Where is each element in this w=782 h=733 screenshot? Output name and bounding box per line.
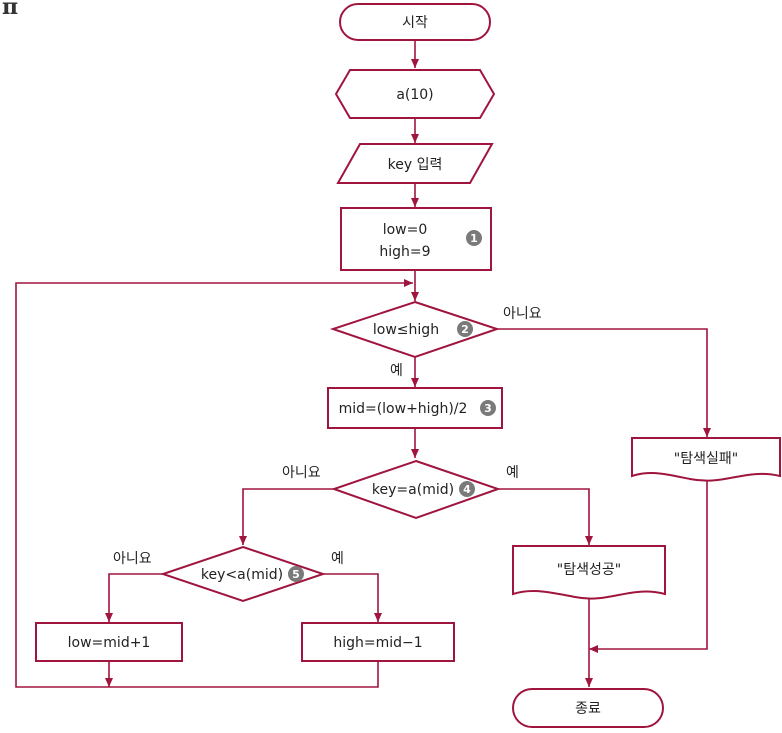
low-update-text: low=mid+1 — [68, 635, 151, 651]
less-condition-text: key<a(mid) — [201, 567, 283, 583]
loop-condition-text: low≤high — [373, 322, 439, 338]
arrow-loop-no — [497, 328, 711, 437]
input-parallelogram — [336, 143, 494, 184]
loop-decision — [329, 300, 501, 359]
arrow-less-yes — [322, 573, 382, 622]
corner-fragment: π — [2, 0, 18, 20]
init-high-text: high=9 — [379, 244, 430, 260]
input-text: key 입력 — [388, 157, 443, 173]
mid-process-box — [327, 387, 503, 429]
high-update-text: high=mid−1 — [333, 635, 422, 651]
step-badge-5: 5 — [288, 566, 304, 582]
start-terminal — [339, 3, 491, 41]
arrow-fail-to-merge — [589, 474, 708, 653]
equal-decision — [330, 459, 502, 520]
end-text: 종료 — [575, 701, 601, 717]
svg-text:4: 4 — [463, 483, 471, 496]
step-badge-4: 4 — [459, 481, 475, 497]
svg-text:3: 3 — [484, 402, 492, 415]
less-yes-label: 예 — [331, 551, 344, 567]
start-text: 시작 — [402, 15, 428, 31]
array-text: a(10) — [396, 87, 433, 103]
array-prep-shape — [334, 69, 496, 119]
equal-condition-text: key=a(mid) — [372, 482, 454, 498]
init-low-text: low=0 — [383, 222, 428, 238]
loop-no-label: 아니요 — [503, 306, 542, 322]
svg-text:1: 1 — [470, 232, 478, 245]
less-decision — [159, 545, 327, 603]
arrow-equal-yes — [498, 488, 593, 545]
connectors — [15, 40, 711, 688]
fail-document-shape — [631, 437, 781, 482]
mid-calc-text: mid=(low+high)/2 — [339, 401, 468, 417]
success-output-text: "탐색성공" — [557, 562, 621, 578]
equal-yes-label: 예 — [506, 465, 519, 481]
success-document-shape — [512, 545, 666, 600]
init-process-box — [340, 207, 492, 271]
arrow-loop-back — [15, 279, 413, 688]
less-no-label: 아니요 — [113, 551, 152, 567]
end-terminal — [512, 688, 664, 728]
step-badge-3: 3 — [480, 400, 496, 416]
svg-text:2: 2 — [461, 323, 469, 336]
arrow-less-no — [105, 573, 163, 622]
low-update-box — [35, 622, 183, 662]
loop-yes-label: 예 — [390, 363, 403, 379]
step-badge-2: 2 — [457, 321, 473, 337]
step-badge-1: 1 — [466, 230, 482, 246]
arrow-equal-no — [239, 488, 334, 545]
high-update-box — [301, 622, 455, 662]
fail-output-text: "탐색실패" — [674, 451, 738, 467]
equal-no-label: 아니요 — [282, 465, 321, 481]
svg-text:5: 5 — [292, 568, 300, 581]
